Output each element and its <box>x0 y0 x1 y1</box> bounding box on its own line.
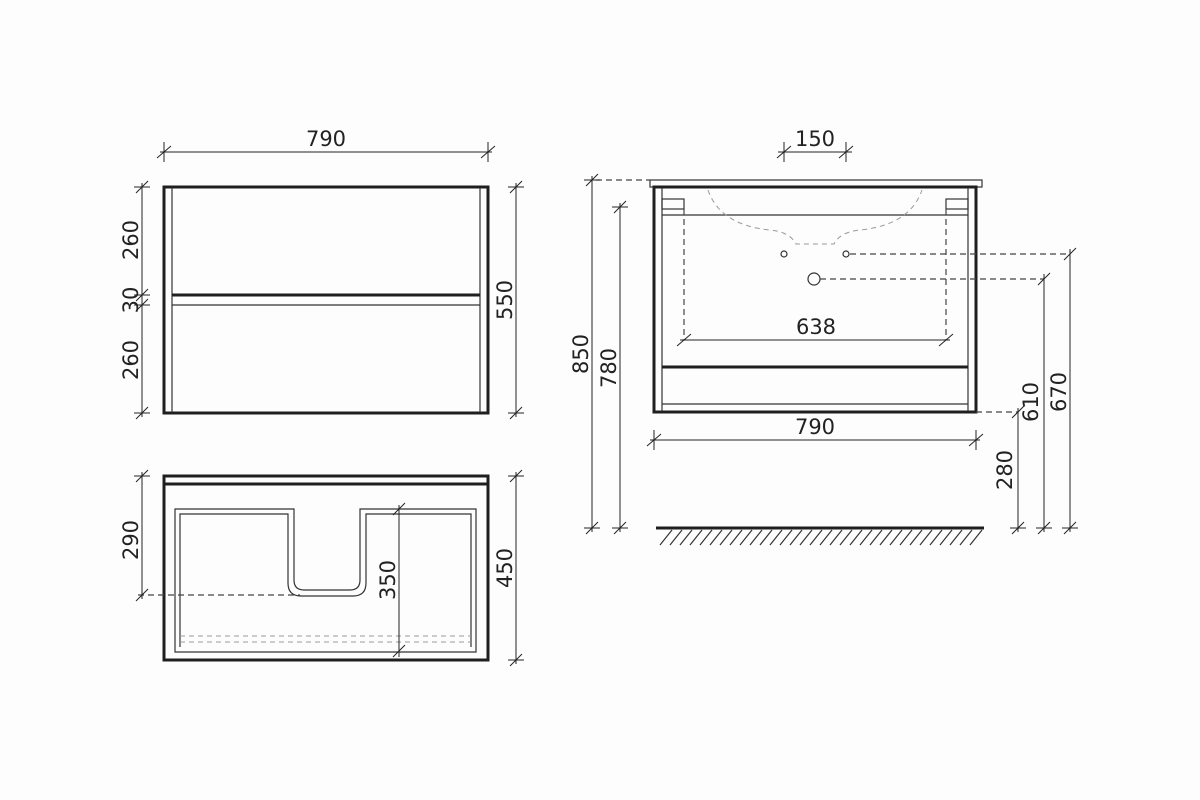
drain-height-label: 610 <box>1019 382 1043 422</box>
gap-label: 30 <box>119 287 143 314</box>
front-height-dimension: 550 <box>493 180 524 420</box>
top-drawer-label: 260 <box>119 220 143 260</box>
drain-offset-dimension: 290 <box>119 469 150 602</box>
front-left-dimensions: 260 30 260 <box>119 180 150 420</box>
floor-line <box>656 526 984 546</box>
floor-clearance-dimension: 280 <box>993 405 1026 535</box>
sink-cutout-label: 350 <box>376 560 400 600</box>
total-height-label: 850 <box>569 334 593 374</box>
elevation-view: 150 850 780 638 <box>569 127 1078 546</box>
drain-hole <box>807 272 821 286</box>
top-depth-dimension: 450 <box>493 469 524 667</box>
front-width-dimension: 790 <box>156 127 496 162</box>
tap-offset-dimension: 150 <box>776 127 854 162</box>
tap-hole-right <box>842 250 850 258</box>
sink-cutout-dimension: 350 <box>376 502 406 658</box>
bottom-drawer-label: 260 <box>119 340 143 380</box>
basin-outline <box>707 189 923 245</box>
front-height-label: 550 <box>493 280 517 320</box>
elevation-cabinet-outline <box>652 185 978 414</box>
elevation-width-label: 790 <box>795 415 835 439</box>
top-depth-label: 450 <box>493 548 517 588</box>
total-height-dimension: 850 <box>569 173 600 535</box>
front-view: 790 260 30 260 550 <box>119 127 524 420</box>
inner-width-label: 638 <box>796 315 836 339</box>
cabinet-height-label: 780 <box>597 348 621 388</box>
front-cabinet-outline <box>162 185 490 415</box>
floor-clearance-label: 280 <box>993 450 1017 490</box>
tap-offset-label: 150 <box>795 127 835 151</box>
top-view: 290 350 450 <box>119 469 524 667</box>
sink-cutout-outline <box>174 508 477 653</box>
drain-height-dimension: 610 <box>1019 272 1052 535</box>
inner-width-dimension: 638 <box>676 315 954 347</box>
top-cabinet-outline <box>162 474 490 662</box>
drain-offset-label: 290 <box>119 520 143 560</box>
tap-height-label: 670 <box>1047 372 1071 412</box>
tap-hole-left <box>780 250 788 258</box>
cabinet-height-dimension: 780 <box>597 200 628 535</box>
tap-height-dimension: 670 <box>1047 247 1078 535</box>
elevation-width-dimension: 790 <box>646 415 984 450</box>
front-width-label: 790 <box>306 127 346 151</box>
